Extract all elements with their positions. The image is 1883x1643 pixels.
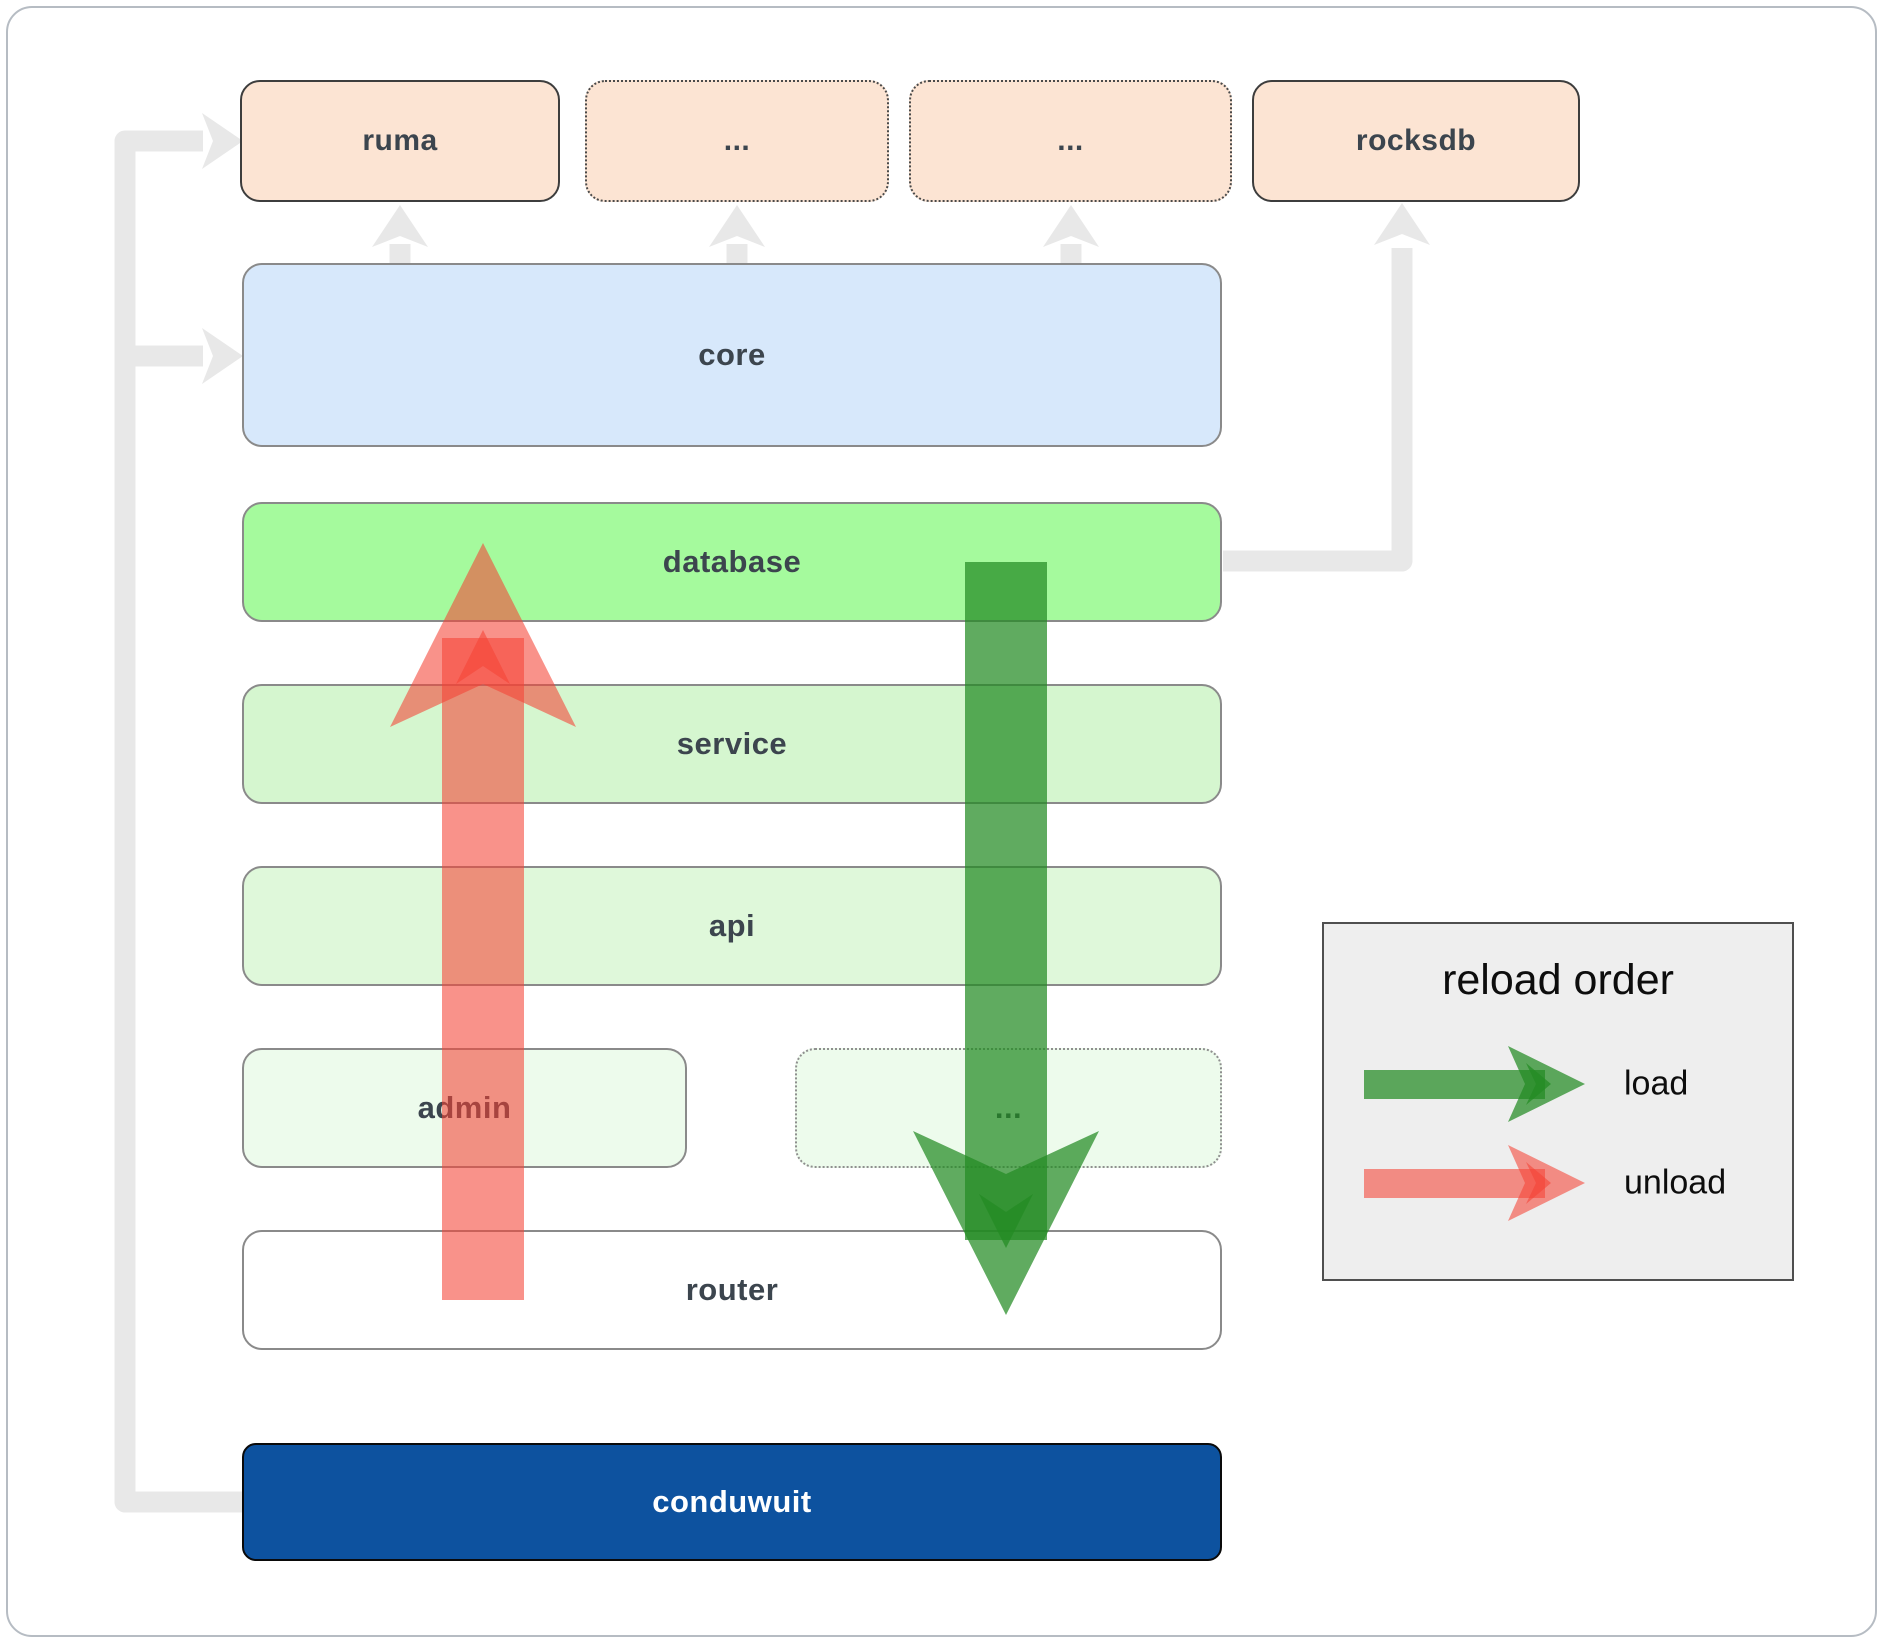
core-dep2-arrow-shaft — [1060, 244, 1082, 264]
layer-service-label: service — [676, 726, 788, 761]
arrowhead-core-to-dep2-icon — [1043, 205, 1099, 247]
layer-service: service — [242, 684, 1222, 804]
layer-core-label: core — [698, 337, 766, 372]
unload-arrow-marker — [456, 630, 510, 684]
core-dep1-arrow-shaft — [726, 244, 748, 264]
arrowhead-core-to-dep1-icon — [709, 205, 765, 247]
box-dependency-ellipsis-1-label: ... — [723, 124, 751, 157]
box-rocksdb: rocksdb — [1252, 80, 1580, 202]
box-dependency-ellipsis-2: ... — [909, 80, 1232, 202]
database-rocksdb-line — [1223, 248, 1413, 572]
arrowhead-core-to-ruma-icon — [372, 205, 428, 247]
box-ruma: ruma — [240, 80, 560, 202]
box-admin-label: admin — [417, 1090, 512, 1125]
box-dependency-ellipsis-2-label: ... — [1057, 124, 1084, 157]
arrowhead-to-core-icon — [202, 328, 243, 384]
core-ruma-arrow-shaft — [389, 244, 411, 264]
layer-router-label: router — [685, 1272, 779, 1307]
layer-api-label: api — [708, 908, 756, 943]
legend-unload-arrow-icon — [1364, 1145, 1585, 1221]
layer-core: core — [242, 263, 1222, 447]
legend-load-arrow-icon — [1364, 1046, 1585, 1122]
legend: reload order load unload — [1322, 922, 1794, 1281]
box-rocksdb-label: rocksdb — [1355, 124, 1477, 157]
layer-database-label: database — [662, 544, 802, 579]
box-conduwuit: conduwuit — [242, 1443, 1222, 1561]
box-module-ellipsis: ... — [795, 1048, 1222, 1168]
layer-router: router — [242, 1230, 1222, 1350]
legend-unload-label: unload — [1624, 1163, 1727, 1202]
layer-database: database — [242, 502, 1222, 622]
arrowhead-to-rocksdb-icon — [1374, 203, 1430, 245]
trunk-line — [114, 130, 247, 1513]
box-module-ellipsis-label: ... — [994, 1090, 1023, 1125]
diagram-border — [6, 6, 1877, 1637]
legend-title: reload order — [1442, 956, 1674, 1004]
box-ruma-label: ruma — [362, 124, 438, 157]
box-dependency-ellipsis-1: ... — [585, 80, 889, 202]
legend-load-label: load — [1624, 1064, 1689, 1103]
arrowhead-to-ruma-icon — [202, 113, 243, 169]
box-admin: admin — [242, 1048, 687, 1168]
layer-api: api — [242, 866, 1222, 986]
box-conduwuit-label: conduwuit — [652, 1484, 812, 1519]
